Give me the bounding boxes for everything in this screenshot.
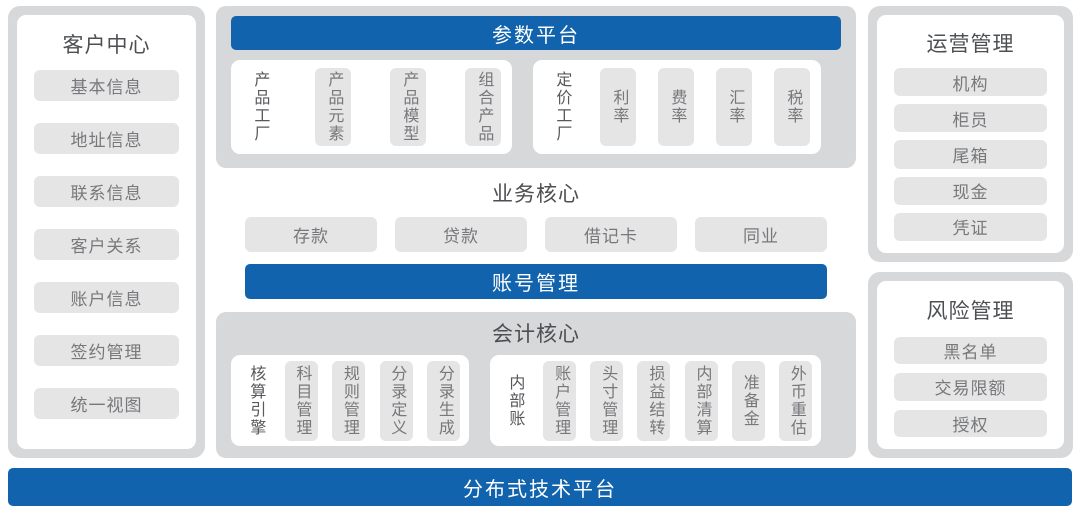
- chip-exchange-rate[interactable]: 汇率: [716, 68, 752, 146]
- accounting-engine-group: 核算引擎 科目管理 规则管理 分录定义 分录生成: [231, 355, 469, 446]
- chip-blacklist[interactable]: 黑名单: [894, 337, 1047, 365]
- internal-account-label: 内部账: [506, 373, 524, 428]
- business-core-title: 业务核心: [492, 183, 580, 206]
- chip-entry-definition[interactable]: 分录定义: [379, 360, 413, 441]
- chip-reserve-fund[interactable]: 准备金: [731, 360, 765, 441]
- business-core-section: 业务核心 存款 贷款 借记卡 同业 账号管理: [216, 172, 856, 304]
- chip-product-element[interactable]: 产品元素: [315, 68, 351, 146]
- sidebar-item-account-info[interactable]: 账户信息: [34, 282, 179, 313]
- sidebar-item-customer-relation[interactable]: 客户关系: [34, 229, 179, 260]
- internal-account-group: 内部账 账户管理 头寸管理 损益结转 内部清算 准备金 外币重估: [490, 355, 821, 446]
- chip-interbank[interactable]: 同业: [695, 217, 827, 252]
- account-management-bar[interactable]: 账号管理: [245, 264, 827, 299]
- operations-panel: 运营管理 机构 柜员 尾箱 现金 凭证: [868, 6, 1073, 262]
- risk-panel: 风险管理 黑名单 交易限额 授权: [868, 272, 1073, 458]
- accounting-core-groups: 核算引擎 科目管理 规则管理 分录定义 分录生成 内部账 账户管理 头寸管理 损…: [231, 355, 841, 446]
- sidebar-item-basic-info[interactable]: 基本信息: [34, 70, 179, 101]
- chip-combined-product[interactable]: 组合产品: [465, 68, 501, 146]
- chip-fx-revaluation[interactable]: 外币重估: [778, 360, 812, 441]
- customer-center-body: 客户中心 基本信息 地址信息 联系信息 客户关系 账户信息 签约管理 统一视图: [17, 15, 196, 449]
- chip-cash[interactable]: 现金: [894, 176, 1047, 205]
- chip-voucher[interactable]: 凭证: [894, 212, 1047, 242]
- chip-institution[interactable]: 机构: [894, 68, 1047, 97]
- operations-body: 运营管理 机构 柜员 尾箱 现金 凭证: [877, 15, 1064, 253]
- chip-account-mgmt[interactable]: 账户管理: [543, 360, 577, 441]
- chip-cash-box[interactable]: 尾箱: [894, 140, 1047, 169]
- accounting-engine-label: 核算引擎: [247, 364, 265, 437]
- pricing-factory-group: 定价工厂 利率 费率 汇率 税率: [533, 60, 821, 154]
- chip-fee-rate[interactable]: 费率: [658, 68, 694, 146]
- accounting-core-panel: 会计核心 核算引擎 科目管理 规则管理 分录定义 分录生成 内部账 账户管理 头…: [216, 312, 856, 458]
- risk-title: 风险管理: [926, 300, 1015, 323]
- params-platform-panel: 参数平台 产品工厂 产品元素 产品模型 组合产品 定价工厂 利率 费率 汇率 税…: [216, 6, 856, 168]
- chip-subject-mgmt[interactable]: 科目管理: [284, 360, 318, 441]
- chip-transaction-limit[interactable]: 交易限额: [894, 373, 1047, 401]
- chip-authorization[interactable]: 授权: [894, 409, 1047, 437]
- chip-interest-rate[interactable]: 利率: [600, 68, 636, 146]
- chip-deposit[interactable]: 存款: [245, 217, 377, 252]
- sidebar-item-contract-mgmt[interactable]: 签约管理: [34, 335, 179, 366]
- product-factory-label: 产品工厂: [251, 71, 269, 143]
- chip-tax-rate[interactable]: 税率: [774, 68, 810, 146]
- chip-profit-loss-carryover[interactable]: 损益结转: [637, 360, 671, 441]
- sidebar-item-address-info[interactable]: 地址信息: [34, 123, 179, 154]
- customer-center-panel: 客户中心 基本信息 地址信息 联系信息 客户关系 账户信息 签约管理 统一视图: [8, 6, 205, 458]
- sidebar-item-contact-info[interactable]: 联系信息: [34, 176, 179, 207]
- chip-internal-settlement[interactable]: 内部清算: [684, 360, 718, 441]
- business-core-chips: 存款 贷款 借记卡 同业: [245, 217, 827, 252]
- product-factory-group: 产品工厂 产品元素 产品模型 组合产品: [231, 60, 512, 154]
- chip-entry-generation[interactable]: 分录生成: [427, 360, 460, 441]
- distributed-tech-platform-bar[interactable]: 分布式技术平台: [8, 468, 1072, 506]
- customer-center-title: 客户中心: [62, 34, 151, 57]
- chip-rule-mgmt[interactable]: 规则管理: [332, 360, 365, 441]
- operations-title: 运营管理: [926, 33, 1015, 56]
- params-platform-title: 参数平台: [231, 16, 841, 50]
- chip-product-model[interactable]: 产品模型: [390, 68, 426, 146]
- pricing-factory-label: 定价工厂: [553, 71, 571, 143]
- risk-body: 风险管理 黑名单 交易限额 授权: [877, 281, 1064, 449]
- sidebar-item-unified-view[interactable]: 统一视图: [34, 388, 179, 419]
- params-platform-groups: 产品工厂 产品元素 产品模型 组合产品 定价工厂 利率 费率 汇率 税率: [231, 60, 841, 154]
- accounting-core-title: 会计核心: [492, 323, 580, 346]
- chip-loan[interactable]: 贷款: [395, 217, 527, 252]
- chip-debit-card[interactable]: 借记卡: [545, 217, 677, 252]
- chip-teller[interactable]: 柜员: [894, 104, 1047, 133]
- chip-position-mgmt[interactable]: 头寸管理: [590, 360, 624, 441]
